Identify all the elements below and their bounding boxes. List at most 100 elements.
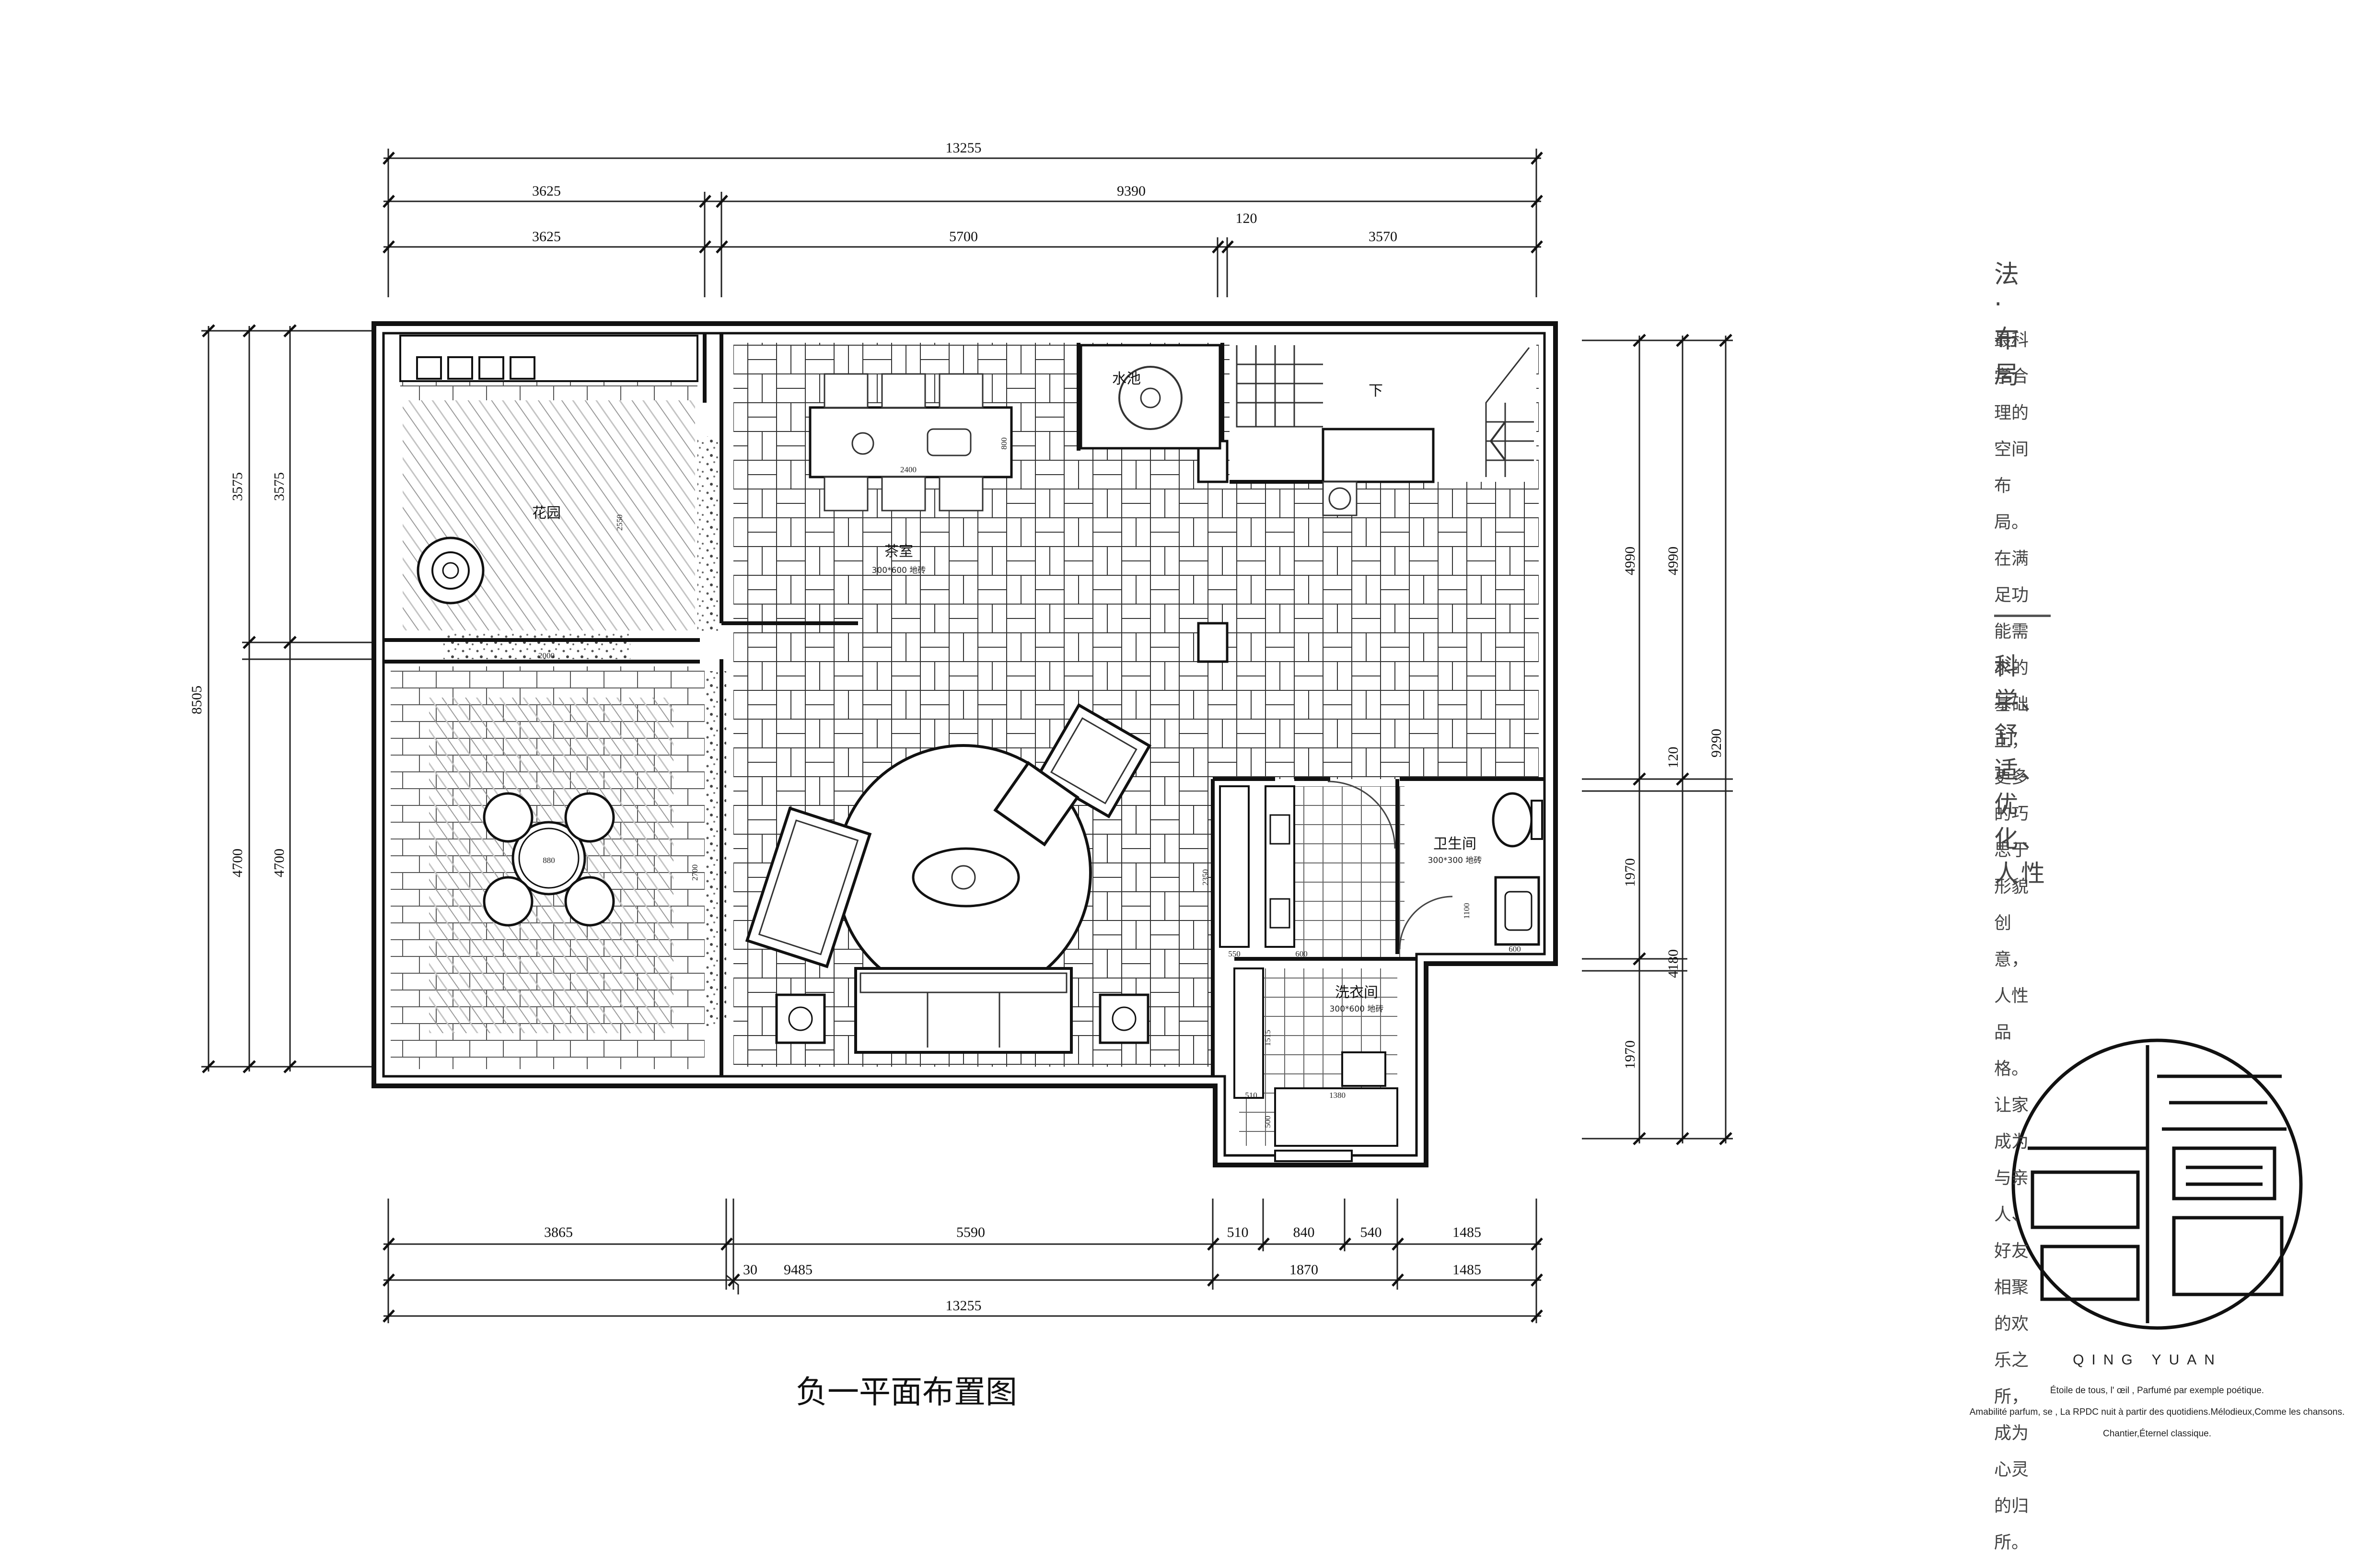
kitchen-600: 600 [1295,949,1308,958]
side-line-2: 在满足功能需求的基础上， [1994,549,2029,751]
garden-chair-3 [483,876,534,927]
coffee-table-deco [951,865,976,890]
dim-top-3625-b: 3625 [532,229,561,245]
garden-round-feature [417,536,485,605]
dim-right-4990-a: 4990 [1622,547,1638,575]
pond-plant-core [1140,387,1161,408]
sofa-gap-dim: 2350 [1201,869,1210,885]
tea-room-label: 茶室 [884,543,913,560]
dim-right-1970-a: 1970 [1622,858,1638,887]
bath-door-swing [1399,896,1453,950]
garden-chair-2 [564,792,615,843]
pond-label: 水池 [1112,371,1141,387]
laundry-1515: 1515 [1263,1030,1272,1046]
tea-tray-icon [927,428,972,456]
gravel-strip-upper [697,436,721,633]
laundry-label: 洗衣间 [1335,984,1378,1001]
dim-top-9390: 9390 [1117,183,1146,199]
bath-600: 600 [1509,944,1521,954]
tea-table [809,406,1013,478]
stair-cabinet [1322,428,1435,483]
garden-label: 花园 [532,505,561,522]
round-table-dim: 880 [543,856,555,865]
dim-left-3575-a: 3575 [230,472,245,501]
dim-right-120: 120 [1665,747,1681,769]
kitchen-stove [1269,814,1290,845]
dim-left-8505: 8505 [189,686,205,714]
pond [1080,344,1221,450]
garden-bench-3 [478,356,504,380]
garden-round-feature-core [442,562,459,579]
plant-corner-icon [1328,487,1351,510]
kitchen-sink [1269,898,1290,929]
pond-plant [1118,366,1183,430]
dim-top-total: 13255 [946,140,982,156]
tea-chair-6 [939,476,984,512]
laundry-doorstep [1274,1150,1353,1162]
laundry-spec: 300*600 地砖 [1330,1004,1384,1014]
dim-bottom-30: 30 [743,1262,757,1278]
dimension-labels: 13255 3625 9390 3625 5700 120 3570 8505 … [189,140,1724,1314]
garden-planter-strip [399,335,698,382]
tea-chair-2 [881,373,926,408]
dim-bottom-840: 840 [1293,1224,1315,1240]
tea-table-width: 800 [999,437,1009,450]
kitchen-floor [1294,786,1405,959]
lamp-left-icon [788,1006,813,1031]
side-line-5: 成为心灵的归所。 [1994,1423,2029,1552]
dim-bottom-1485-a: 1485 [1452,1224,1481,1240]
outer-wall-inner [382,332,1546,1157]
garden-bench-2 [447,356,473,380]
dimension-ticks [202,151,1732,1323]
side-table-left [775,993,826,1044]
side-table-right [1099,993,1149,1044]
laundry-cabinet [1233,967,1264,1099]
bath-basin [1504,891,1532,931]
tea-chair-1 [824,373,869,408]
dim-bottom-9485: 9485 [784,1262,813,1278]
tea-table-length: 2400 [900,465,917,474]
dim-bottom-5590: 5590 [956,1224,985,1240]
brand-line-2: Amabilité parfum, se , La RPDC nuit à pa… [1969,1407,2345,1417]
garden-bench-4 [510,356,535,380]
tea-chair-4 [824,476,869,512]
bathroom-spec: 300*300 地砖 [1428,856,1482,865]
dim-left-4700-b: 4700 [271,849,287,877]
plant-corner [1322,481,1358,516]
sofa [854,967,1073,1054]
washer [1341,1051,1386,1087]
garden-round-table [511,821,586,896]
side-paragraph: 最科学合理的空间布局。 在满足功能需求的基础上， 更多的巧思于形貌创意，人性品格… [1994,322,2029,1561]
garden-height-dim: 2550 [615,514,624,531]
dim-right-4180: 4180 [1665,949,1681,978]
garden-chair-4 [564,876,615,927]
qingyuan-logo [2011,1038,2303,1330]
tea-chair-5 [881,476,926,512]
column-b [1197,622,1229,663]
side-chair [993,761,1080,847]
stairs-down-label: 下 [1369,383,1383,399]
dim-top-5700: 5700 [949,229,978,245]
dim-top-3570: 3570 [1369,229,1397,245]
kitchen-550: 550 [1228,949,1241,958]
bath-1100: 1100 [1462,903,1471,919]
dim-left-3575-b: 3575 [271,472,287,501]
laundry-500: 500 [1263,1116,1272,1128]
toilet [1492,792,1533,848]
garden-width-dim: 2000 [538,651,555,660]
armchair-left [745,806,872,968]
outer-wall [372,321,1558,1167]
building: 下 水池 2400 800 茶室 300*600 地砖 [372,321,1558,1167]
bathroom-label: 卫生间 [1433,836,1476,852]
dim-bottom-total: 13255 [946,1298,982,1314]
side-line-1: 最科学合理的空间布局。 [1994,330,2029,532]
garden-round-feature-inner [431,551,470,590]
garden-chair-1 [483,792,534,843]
brand-line-1: Étoile de tous, l' œil , Parfumé par exe… [2050,1386,2264,1396]
dim-bottom-540: 540 [1360,1224,1382,1240]
side-motto: 科学、舒适、优化、人性 [1994,652,2048,887]
coffee-table [912,847,1020,908]
toilet-tank [1531,800,1543,840]
brand-name: QING YUAN [2073,1352,2222,1368]
